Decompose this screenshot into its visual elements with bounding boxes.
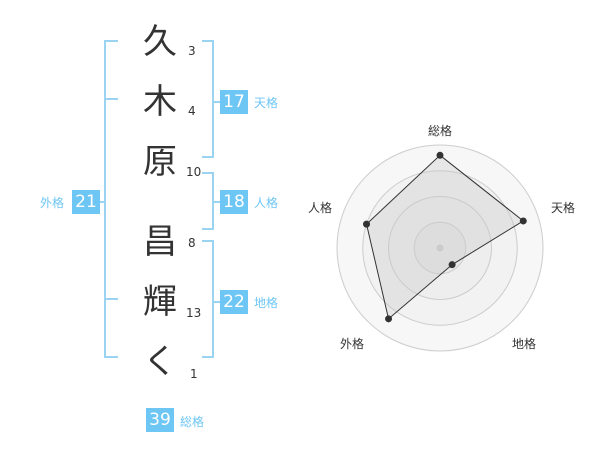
stroke-count-2: 4 <box>188 104 196 118</box>
chikaku-badge: 22 <box>220 290 248 314</box>
radar-axis-label-tenkaku: 天格 <box>551 201 576 215</box>
radar-center-dot <box>436 244 444 252</box>
jinkaku-badge: 18 <box>220 190 248 214</box>
tenkaku-badge: 17 <box>220 90 248 114</box>
name-char-2: 木 <box>143 82 177 122</box>
gaikaku-label: 外格 <box>40 196 65 210</box>
radar-axis-label-jinkaku: 人格 <box>308 201 333 215</box>
name-char-3: 原 <box>143 142 177 182</box>
tenkaku-label: 天格 <box>254 96 279 110</box>
stroke-count-6: 1 <box>190 367 198 381</box>
radar-axis-label-chikaku: 地格 <box>512 337 537 351</box>
radar-point-3 <box>448 261 456 269</box>
chikaku-label: 地格 <box>254 296 279 310</box>
radar-point-4 <box>385 315 393 323</box>
name-char-1: 久 <box>143 22 177 62</box>
radar-point-5 <box>363 220 371 228</box>
radar-axis-label-soukaku: 総格 <box>428 124 453 138</box>
radar-point-2 <box>519 217 527 225</box>
soukaku-badge: 39 <box>146 408 174 432</box>
name-char-5: 輝 <box>143 282 177 322</box>
stroke-count-1: 3 <box>188 44 196 58</box>
jinkaku-label: 人格 <box>254 196 279 210</box>
stroke-count-3: 10 <box>186 165 202 179</box>
name-char-6: く <box>143 342 177 382</box>
stroke-count-4: 8 <box>188 236 196 250</box>
radar-point-1 <box>436 151 444 159</box>
name-char-4: 昌 <box>143 222 177 262</box>
radar-chart <box>336 144 544 352</box>
radar-polygon <box>365 154 525 320</box>
soukaku-label: 総格 <box>180 415 205 429</box>
radar-axis-label-gaikaku: 外格 <box>340 337 365 351</box>
stroke-count-5: 13 <box>186 306 202 320</box>
gaikaku-badge: 21 <box>72 190 100 214</box>
